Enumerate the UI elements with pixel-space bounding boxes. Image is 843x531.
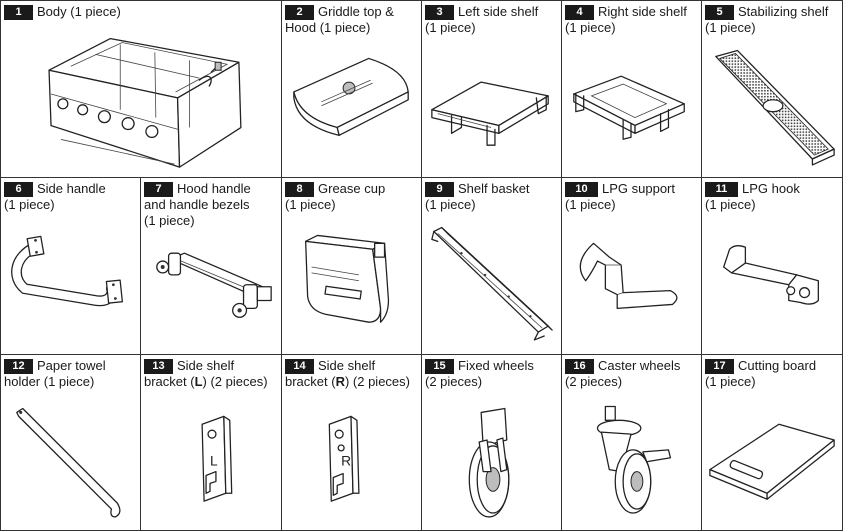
part-name: Side handle xyxy=(37,181,106,196)
part-qty: (2 pieces) xyxy=(425,374,483,389)
part-qty: (1 piece) xyxy=(4,197,55,212)
part-number: 4 xyxy=(565,5,594,20)
part-name: Right side shelf xyxy=(598,4,687,19)
part-qty: (1 piece) xyxy=(285,197,336,212)
part-name: Body xyxy=(37,4,67,19)
part-number: 9 xyxy=(425,182,454,197)
part-cell-15: 15 Fixed wheels(2 pieces) xyxy=(421,354,562,531)
bracket-side-mark: L xyxy=(194,374,203,389)
griddle-hood-icon xyxy=(293,57,409,136)
side-handle-icon xyxy=(11,235,124,307)
part-qty: (1 piece) xyxy=(70,4,121,19)
part-qty: (1 piece) xyxy=(705,20,756,35)
fixed-wheel-icon xyxy=(468,407,510,518)
part-name: Cutting board xyxy=(738,358,817,373)
lpg-hook-icon xyxy=(723,245,819,305)
bracket-side-mark: R xyxy=(335,374,345,389)
part-cell-8: 8 Grease cup(1 piece) xyxy=(281,177,422,355)
part-qty: (1 piece) xyxy=(705,197,756,212)
part-cell-3: 3 Left side shelf(1 piece) xyxy=(421,0,562,178)
part-number: 17 xyxy=(705,359,734,374)
caster-wheel-icon xyxy=(596,405,672,514)
shelf-basket-icon xyxy=(431,226,553,341)
part-name: Paper towel xyxy=(37,358,106,373)
part-name: Shelf basket xyxy=(458,181,530,196)
part-number: 3 xyxy=(425,5,454,20)
stabilizing-shelf-icon xyxy=(715,49,835,166)
part-number: 11 xyxy=(705,182,738,197)
part-name: Left side shelf xyxy=(458,4,539,19)
part-cell-16: 16 Caster wheels(2 pieces) xyxy=(561,354,702,531)
part-qty: (1 piece) xyxy=(425,197,476,212)
part-name: Side shelf xyxy=(318,358,376,373)
bracket-stamp: R xyxy=(341,454,351,469)
part-cell-6: 6 Side handle(1 piece) xyxy=(0,177,141,355)
part-name: Side shelf xyxy=(177,358,235,373)
part-name-line2: bracket ( xyxy=(285,374,336,389)
part-cell-17: 17 Cutting board(1 piece) xyxy=(701,354,843,531)
part-number: 1 xyxy=(4,5,33,20)
part-cell-9: 9 Shelf basket(1 piece) xyxy=(421,177,562,355)
part-number: 15 xyxy=(425,359,454,374)
part-qty: (1 piece) xyxy=(144,213,195,228)
part-name: LPG hook xyxy=(742,181,800,196)
grill-body-icon xyxy=(48,37,242,168)
part-qty: ) (2 pieces) xyxy=(344,374,410,389)
part-qty: (1 piece) xyxy=(425,20,476,35)
part-number: 12 xyxy=(4,359,33,374)
shelf-bracket-left-icon: L xyxy=(201,415,233,502)
part-qty: (2 pieces) xyxy=(565,374,623,389)
part-cell-2: 2 Griddle top &Hood (1 piece) xyxy=(281,0,422,178)
part-name: Hood handle xyxy=(177,181,251,196)
bracket-stamp: L xyxy=(210,454,218,469)
part-name: Stabilizing shelf xyxy=(738,4,829,19)
part-number: 5 xyxy=(705,5,734,20)
part-name-line2: and handle bezels xyxy=(144,197,250,212)
part-number: 8 xyxy=(285,182,314,197)
part-qty: ) (2 pieces) xyxy=(202,374,268,389)
part-name: Grease cup xyxy=(318,181,386,196)
part-number: 13 xyxy=(144,359,173,374)
part-qty: (1 piece) xyxy=(565,197,616,212)
part-qty: (1 piece) xyxy=(565,20,616,35)
grease-cup-icon xyxy=(305,234,390,323)
part-number: 14 xyxy=(285,359,314,374)
part-cell-11: 11 LPG hook(1 piece) xyxy=(701,177,843,355)
cutting-board-icon xyxy=(709,423,835,500)
part-name: LPG support xyxy=(602,181,675,196)
part-number: 2 xyxy=(285,5,314,20)
part-qty: (1 piece) xyxy=(319,20,371,35)
part-qty: (1 piece) xyxy=(705,374,756,389)
part-number: 16 xyxy=(565,359,594,374)
part-name-line2: Hood xyxy=(285,20,317,35)
part-name: Fixed wheels xyxy=(458,358,534,373)
part-number: 7 xyxy=(144,182,173,197)
paper-towel-holder-icon xyxy=(16,407,121,518)
part-cell-5: 5 Stabilizing shelf(1 piece) xyxy=(701,0,843,178)
right-shelf-icon xyxy=(573,75,685,140)
shelf-bracket-right-icon: R xyxy=(328,415,360,502)
part-cell-4: 4 Right side shelf(1 piece) xyxy=(561,0,702,178)
part-name: Caster wheels xyxy=(598,358,681,373)
part-cell-10: 10 LPG support(1 piece) xyxy=(561,177,702,355)
part-name-line2: holder (1 piece) xyxy=(4,374,95,389)
left-shelf-icon xyxy=(431,81,549,146)
part-number: 6 xyxy=(4,182,33,197)
part-number: 10 xyxy=(565,182,598,197)
hood-handle-icon xyxy=(156,252,272,318)
part-name-line2: bracket ( xyxy=(144,374,195,389)
lpg-support-icon xyxy=(579,242,678,310)
part-cell-1: 1 Body (1 piece) xyxy=(0,0,282,178)
part-name: Griddle top & xyxy=(318,4,394,19)
